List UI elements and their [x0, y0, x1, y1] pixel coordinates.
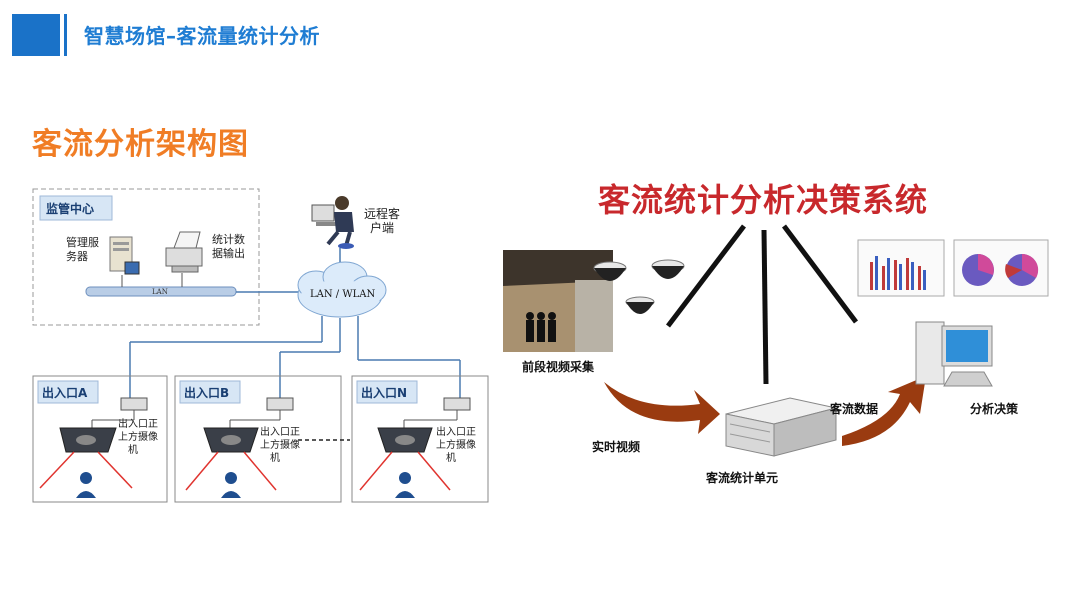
lan-label: LAN — [152, 288, 168, 296]
dome-camera-icon — [625, 296, 655, 314]
stats-unit-label: 客流统计单元 — [706, 471, 779, 485]
section-title: 客流分析架构图 — [32, 127, 249, 162]
entrance-b-label: 出入口B — [184, 386, 230, 400]
page-title: 智慧场馆–客流量统计分析 — [84, 24, 320, 48]
camera-label-b: 出入口正上方摄像机 — [260, 427, 300, 464]
monitor-center-box — [32, 188, 260, 326]
entrance-n-label: 出入口N — [361, 386, 408, 400]
camera-label-n: 出入口正上方摄像机 — [436, 427, 476, 464]
entrance-n-box — [351, 375, 489, 503]
header-divider — [64, 14, 67, 56]
realtime-video-label: 实时视频 — [592, 440, 641, 454]
monitor-center-label: 监管中心 — [46, 202, 95, 216]
remote-client-label: 远程客户端 — [364, 207, 401, 235]
entrance-a-label: 出入口A — [42, 386, 88, 400]
monitor-center-tab — [39, 195, 113, 221]
pie-chart-thumbnail — [953, 239, 1049, 297]
decision-system-title: 客流统计分析决策系统 — [598, 181, 929, 219]
server-label: 管理服务器 — [66, 236, 99, 263]
camera-label-a: 出入口正上方摄像机 — [118, 419, 158, 456]
bar-chart-thumbnail — [857, 239, 945, 297]
entrance-b-box — [174, 375, 342, 503]
flow-data-label: 客流数据 — [830, 402, 879, 416]
flow-data-arrow — [842, 376, 926, 446]
front-capture-label: 前段视频采集 — [522, 360, 595, 374]
dome-camera-icon — [651, 259, 685, 279]
printer-label: 统计数据输出 — [212, 233, 245, 260]
header-accent-block — [12, 14, 60, 56]
server-icon — [109, 236, 140, 275]
cloud-label: LAN / WLAN — [310, 289, 376, 300]
analysis-decision-label: 分析决策 — [970, 402, 1019, 416]
desktop-computer-icon — [915, 321, 993, 387]
printer-icon — [165, 231, 203, 273]
realtime-arrow — [604, 382, 720, 434]
remote-client-icon — [311, 196, 354, 249]
stats-unit-server-icon — [725, 397, 837, 457]
entrance-a-box — [32, 375, 168, 503]
dome-camera-icon — [593, 261, 627, 281]
cloud-icon — [297, 261, 387, 318]
